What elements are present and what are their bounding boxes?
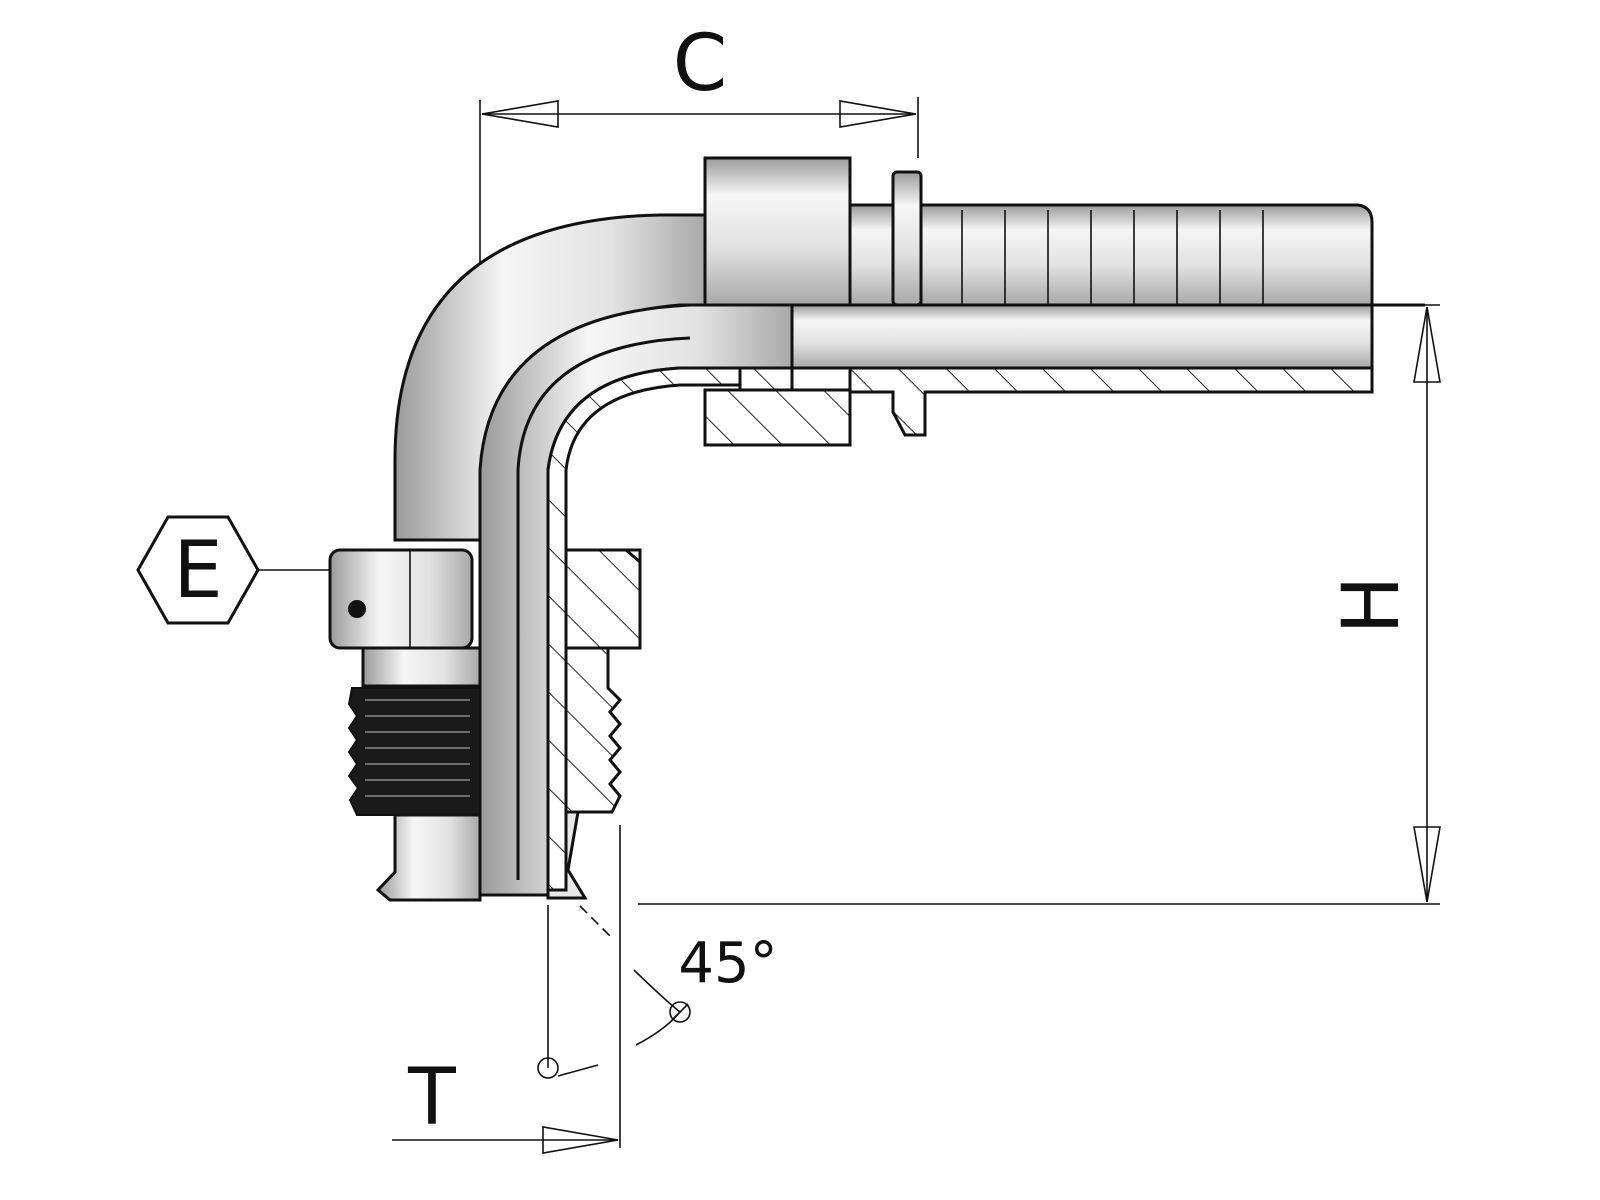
ferrule <box>703 156 852 307</box>
angle-arc-upper <box>633 969 681 1013</box>
t-origin-tick <box>557 1064 599 1077</box>
nipple-section <box>848 366 1374 437</box>
collar-ring <box>848 203 897 307</box>
angle-chamfer-line <box>579 905 613 939</box>
nipple-bore <box>790 303 1374 370</box>
thread-section <box>564 646 623 814</box>
hose-nipple <box>919 203 1374 307</box>
ferrule-section <box>703 388 852 447</box>
c-arrow-left <box>481 100 559 128</box>
t-label: T <box>407 1053 456 1143</box>
nipple-barbs <box>961 210 1264 305</box>
bore-centerline-shade <box>516 336 691 880</box>
stud-tip <box>375 813 482 902</box>
t-arrow <box>542 1126 619 1154</box>
dimension-t: T <box>392 825 621 1154</box>
angle-45: 45° <box>579 905 778 1046</box>
angle-vertex-circle <box>669 1001 691 1023</box>
ferrule-lip <box>738 366 794 392</box>
hex-marker-dot <box>348 600 366 618</box>
c-arrow-right <box>839 100 917 128</box>
t-origin-circle <box>537 1057 559 1079</box>
h-label: H <box>1327 576 1417 635</box>
e-label: E <box>173 526 222 616</box>
thread-outer <box>347 687 481 816</box>
h-arrow-bottom <box>1413 826 1441 903</box>
thread-neck <box>361 646 482 688</box>
fitting-body <box>328 156 1425 902</box>
tip-seat <box>546 810 588 900</box>
hex-nut-section <box>564 548 642 650</box>
angle-vertex-mark <box>671 1003 689 1021</box>
angle-label: 45° <box>678 931 777 996</box>
h-arrow-top <box>1413 306 1441 383</box>
c-label: C <box>673 19 727 109</box>
angle-arc-lower <box>635 1011 681 1046</box>
dimension-h: H <box>638 304 1441 905</box>
callout-e: E <box>136 515 330 625</box>
collar-flange <box>891 170 923 307</box>
hex-nut-left <box>328 548 474 650</box>
hex-nut-chamfer <box>566 548 642 645</box>
